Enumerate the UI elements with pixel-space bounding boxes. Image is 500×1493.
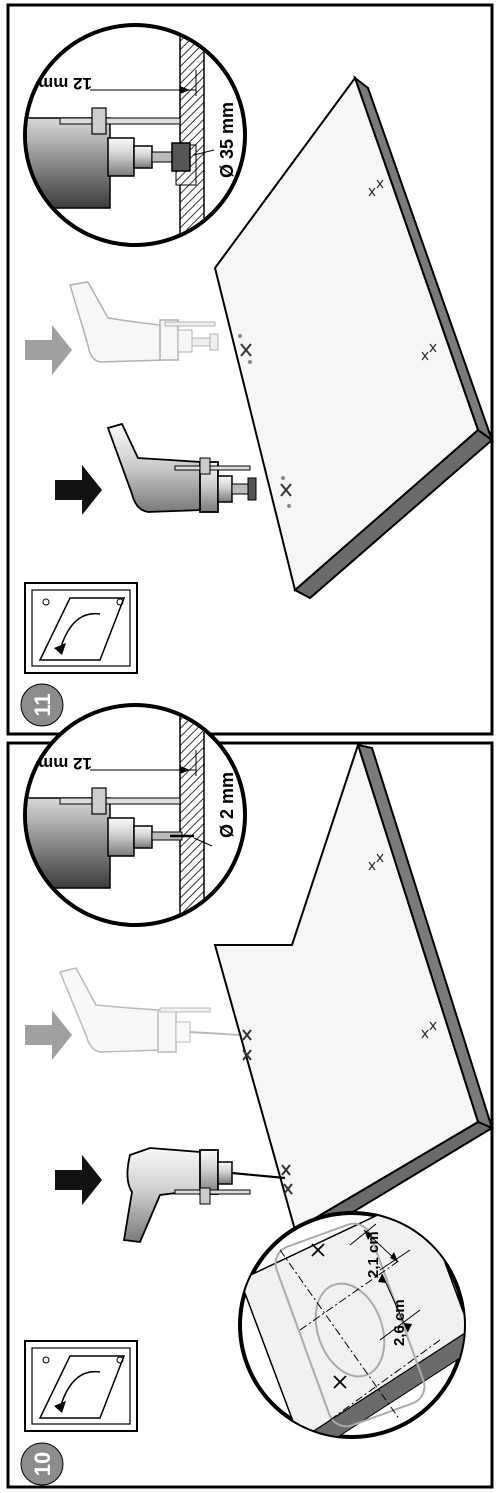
drill-ghost [69,281,219,363]
detail-magnifier-35mm: 12 mm Ø 35 mm [23,23,247,247]
cabinet-door-board [213,75,494,600]
arrow-right-icon [25,325,72,375]
arrow-right-icon [55,1155,102,1205]
panel-step-11: 12 mm Ø 35 mm [6,3,494,736]
diameter-label: Ø 35 mm [217,102,237,178]
hinge-position-magnifier: 2,1 cm 2,6 cm [238,1211,466,1439]
drill-ghost [58,967,241,1053]
board-section [179,707,205,923]
detail-magnifier-2mm: 12 mm Ø 2 mm [23,703,247,927]
panel-step-10: 12 mm Ø 2 mm [6,703,495,1489]
hinge-dim-a-label: 2,1 cm [365,1231,382,1278]
step-badge: 11 [20,683,64,727]
arrow-right-icon [25,1010,72,1060]
hole-saw-icon [171,142,191,172]
cabinet-door-board [213,741,495,1240]
drill-active [122,1147,286,1243]
drill-marks [242,853,437,1195]
step-badge: 10 [20,1442,64,1486]
door-swing-icon [24,582,138,674]
diameter-label: Ø 2 mm [217,772,237,838]
hinge-dim-b-label: 2,6 cm [391,1299,408,1346]
depth-label: 12 mm [38,74,92,93]
arrow-right-icon [55,465,102,515]
screw-hole-dots [238,334,291,508]
depth-label: 12 mm [38,754,92,773]
door-swing-icon [24,1340,138,1432]
drill-active [106,422,257,513]
board-section [179,27,205,243]
step-number: 11 [30,693,55,716]
drill-marks [240,179,437,497]
step-number: 10 [30,1452,55,1476]
